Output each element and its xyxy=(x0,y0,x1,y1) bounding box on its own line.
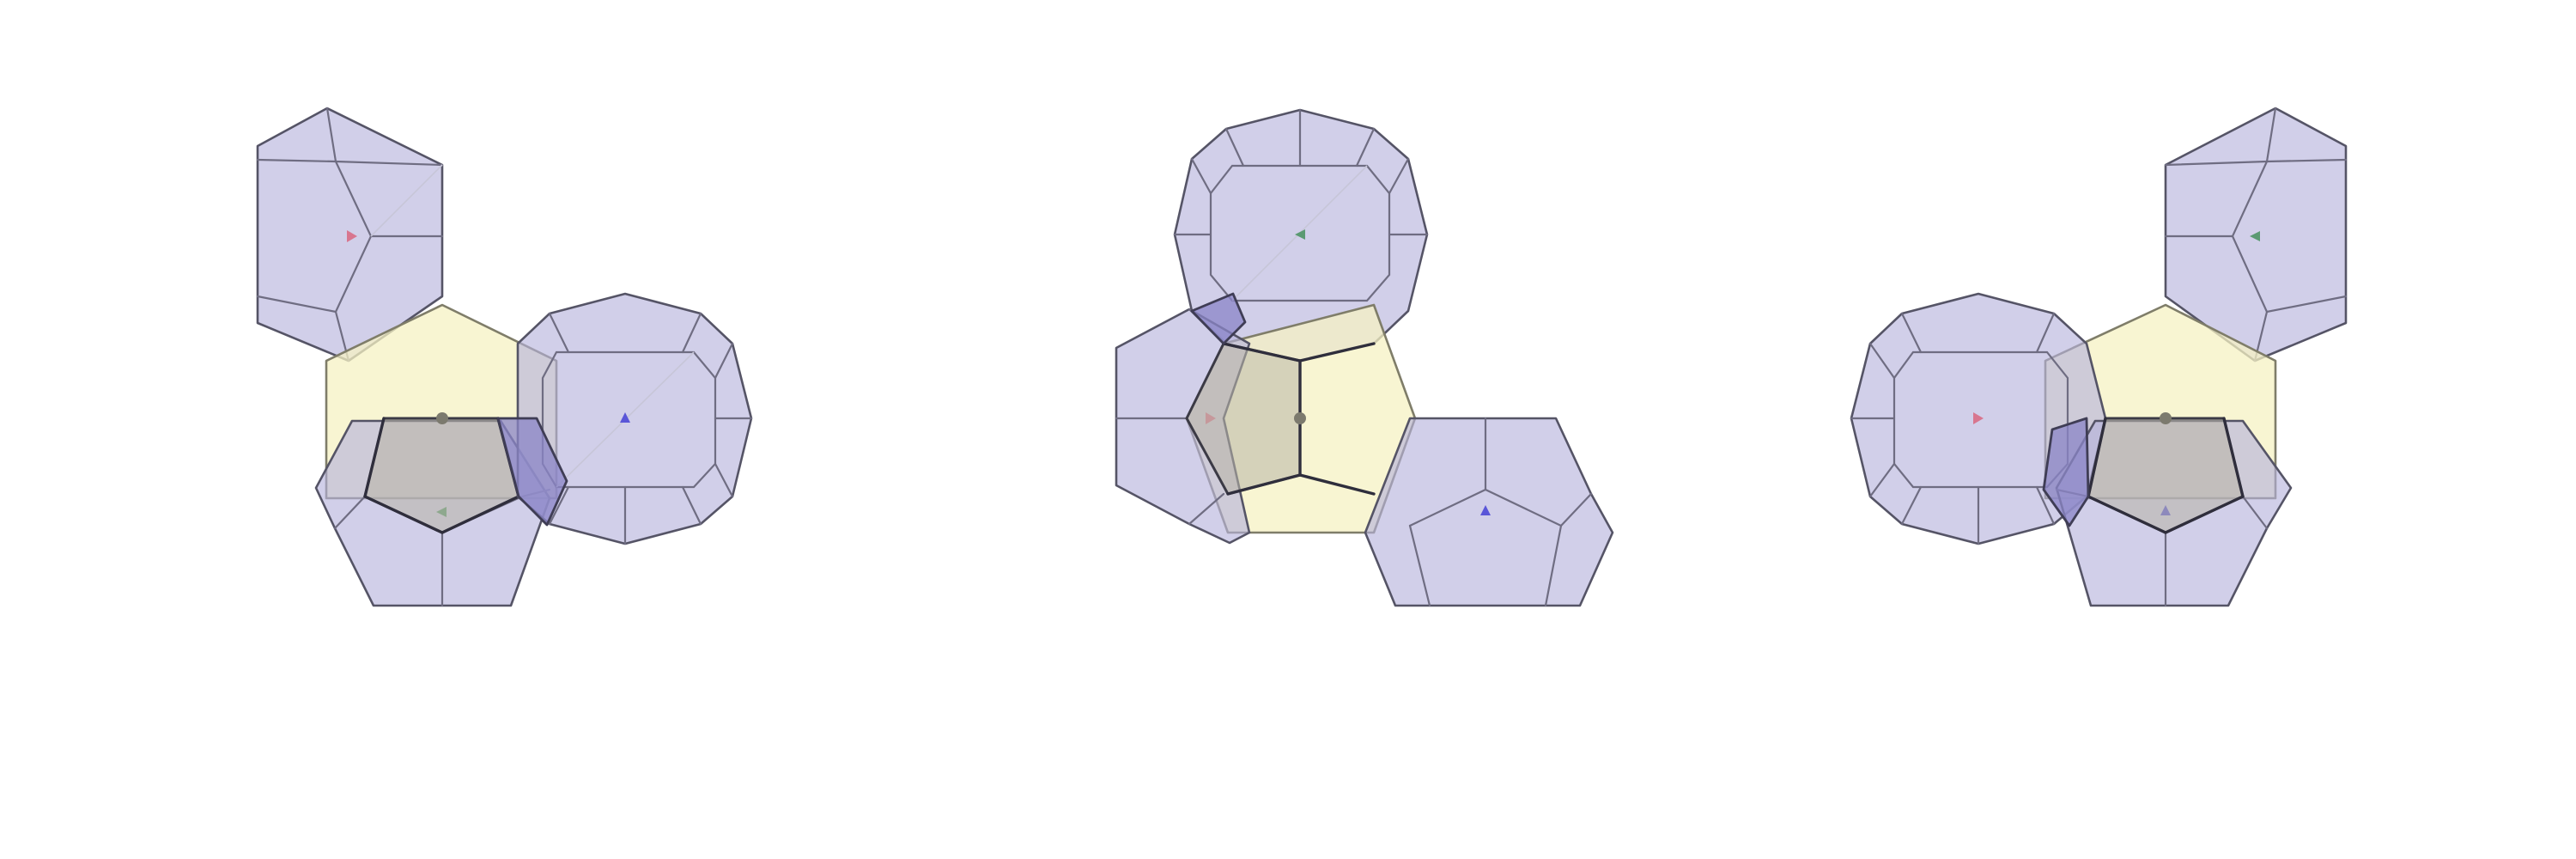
right-left-polyhedron xyxy=(1850,292,2107,545)
middle-top-polyhedron xyxy=(1173,108,1429,362)
blue-marker xyxy=(1480,505,1491,515)
right-panel xyxy=(1850,107,2348,607)
right-center-dot xyxy=(2160,412,2172,424)
left-center-dot xyxy=(436,412,448,424)
middle-right-polyhedron xyxy=(1364,417,1614,607)
left-dark-wedge xyxy=(496,417,568,527)
right-dark-wedge xyxy=(2042,417,2090,527)
middle-dark-wedge xyxy=(1190,292,1247,345)
red-marker xyxy=(347,230,357,242)
red-marker xyxy=(1973,412,1984,424)
green-marker xyxy=(1295,229,1305,240)
middle-center-dot xyxy=(1294,412,1306,424)
middle-panel xyxy=(1115,108,1614,607)
left-panel xyxy=(256,107,753,607)
left-top-polyhedron xyxy=(256,107,444,362)
green-marker xyxy=(2250,231,2260,241)
blue-marker xyxy=(620,412,630,423)
